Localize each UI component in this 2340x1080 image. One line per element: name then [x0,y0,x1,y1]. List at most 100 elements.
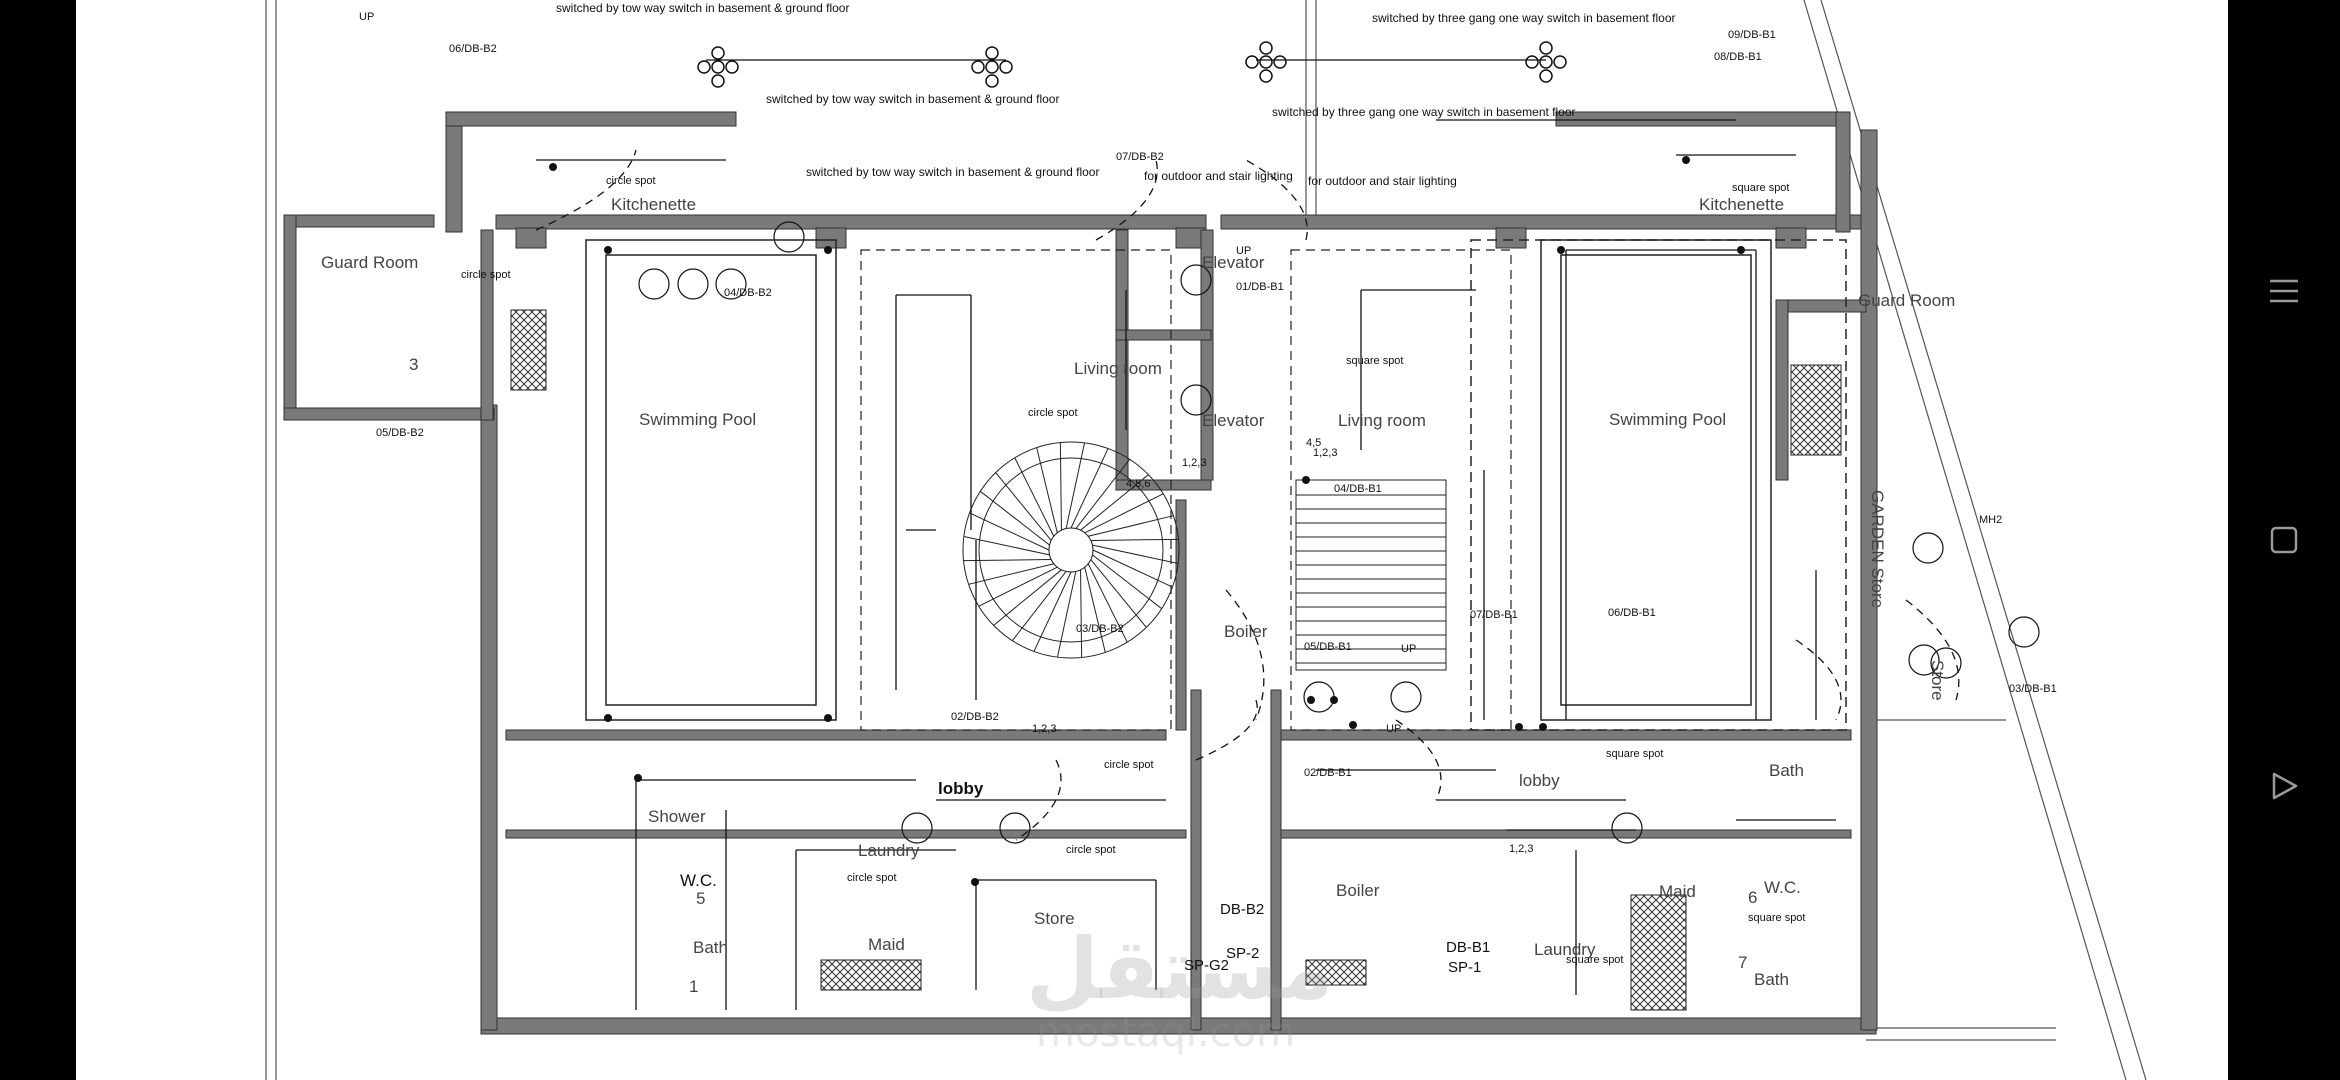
fixture [2008,616,2040,648]
stair-tread [963,559,1052,562]
living-left-dashed [860,249,1512,731]
note: square spot [1732,182,1789,194]
wiring-notes: switched by tow way switch in basement &… [461,1,1805,966]
light-point [604,246,612,254]
stair-tread [1092,544,1179,565]
room-label: Kitchenette [1699,195,1784,214]
fixture [999,812,1031,844]
note: square spot [1748,912,1805,924]
stair-tread [1036,447,1058,533]
room-label: Bath [1769,761,1804,780]
note: for outdoor and stair lighting [1308,174,1457,188]
room-label: Store [1928,660,1947,701]
circuit-label: DB-B2 [1220,901,1264,918]
pool-left [585,239,837,721]
room-label: Kitchenette [611,195,696,214]
room-label: Maid [1659,882,1696,901]
menu-lines-icon[interactable] [2258,265,2310,317]
fixture [1303,681,1335,713]
stair-tread [1014,457,1055,537]
circuit-label: 03/DB-B2 [1076,623,1124,635]
stair-tread [1056,571,1077,658]
circuit-label: 04/DB-B2 [724,287,772,299]
stair-tread [1065,442,1086,529]
note: switched by tow way switch in basement &… [556,1,849,15]
room-label: GARDEN Store [1868,490,1887,608]
room-label: Laundry [1534,940,1596,959]
circuit-label: MH2 [1979,514,2002,526]
room-label: W.C. [1764,878,1801,897]
circuit-label: DB-B1 [1446,939,1490,956]
note: circle spot [847,872,897,884]
chandelier [1539,55,1553,69]
fixture [1180,384,1212,416]
circuit-label: 01/DB-B1 [1236,281,1284,293]
chandelier-lamp [1525,55,1539,69]
note: switched by tow way switch in basement &… [766,92,1059,106]
light-point [1682,156,1690,164]
chandelier-lamp [985,74,999,88]
light-point [1737,246,1745,254]
light-point [1515,723,1523,731]
chandelier [1259,55,1273,69]
wire-arc [1225,589,1265,721]
square-icon[interactable] [2258,514,2310,566]
room-label: Maid [868,935,905,954]
light-point [1302,476,1310,484]
chandelier-lamp [725,60,739,74]
triangle-back-icon[interactable] [2258,760,2310,812]
note: circle spot [606,175,656,187]
note: switched by tow way switch in basement &… [806,165,1099,179]
fixture [1908,644,1940,676]
room-number: 6 [1748,888,1757,907]
fixture [715,268,747,300]
room-label: lobby [1519,771,1560,790]
fixture [1180,264,1212,296]
light-point [824,714,832,722]
circuit-label: 1,2,3 [1313,447,1337,459]
room-number: 7 [1738,953,1747,972]
note: circle spot [1104,759,1154,771]
circuit-label: 05/DB-B2 [376,427,424,439]
circuit-label: SP-2 [1226,945,1259,962]
stair-tread [980,490,1050,546]
chandelier-lamp [1259,69,1273,83]
stair-tread [1087,563,1128,643]
fixture [1611,812,1643,844]
chandelier-lamp [711,46,725,60]
stair-tread [1075,459,1131,529]
chandelier-lamp [1539,41,1553,55]
stair-tread [1080,474,1149,531]
wire-arc [1905,599,1960,701]
floor-plan: Swimming Pool Swimming Pool Guard Room G… [265,0,2147,1080]
circuit-label: 09/DB-B1 [1728,29,1776,41]
circuit-label: 03/DB-B1 [2009,683,2057,695]
circuit-label: 05/DB-B1 [1304,641,1352,653]
chandelier-lamp [711,74,725,88]
circuit-label: 08/DB-B1 [1714,51,1762,63]
watermark-logo: مستقل [1026,920,1334,1018]
light-point [1557,246,1565,254]
circuit-label: UP [1236,245,1251,257]
light-point [604,714,612,722]
watermark-url: mostaql.com [1036,1010,1296,1056]
fixture [773,221,805,253]
room-label: W.C. [680,871,717,890]
stair-tread [1080,569,1083,658]
stair-tread [1090,559,1147,628]
room-label: Swimming Pool [1609,410,1726,429]
circuit-label: 07/DB-B2 [1116,151,1164,163]
circuit-label: 4,5 [1306,437,1321,449]
stair-tread [1088,515,1174,537]
room-label: Bath [693,938,728,957]
light-point [1349,721,1357,729]
fixture [1912,532,1944,564]
room-label: Boiler [1224,622,1268,641]
stair-tread [993,569,1062,626]
stair-tread [1092,549,1173,588]
note: switched by three gang one way switch in… [1272,105,1576,119]
light-point [971,878,979,886]
image-viewer[interactable]: Swimming Pool Swimming Pool Guard Room G… [76,0,2228,1080]
light-point [549,163,557,171]
fixture [1390,681,1422,713]
